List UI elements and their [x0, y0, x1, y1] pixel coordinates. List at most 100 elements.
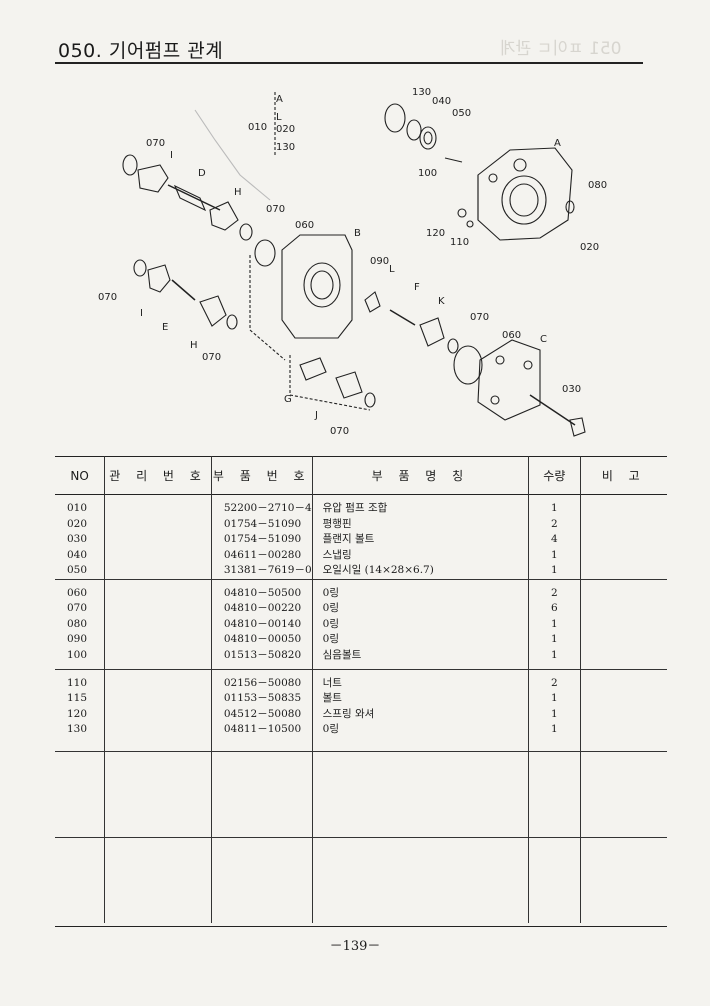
- row-empty-cell: [105, 691, 211, 707]
- row-empty-cell: [581, 676, 667, 692]
- row-part-name: 플랜지 볼트: [322, 533, 375, 545]
- row-part-name: 0링: [322, 723, 339, 735]
- row-no: 120: [67, 707, 88, 720]
- row-empty-cell: [581, 707, 667, 723]
- row-quantity: 2: [551, 676, 558, 689]
- callout: 130: [412, 87, 431, 98]
- row-empty-cell: [105, 648, 211, 664]
- exploded-parts-diagram: A L 010 020 130 130 040 050 A 070 I D H …: [98, 87, 607, 437]
- row-no: 060: [67, 586, 88, 599]
- row-empty-cell: [105, 517, 211, 533]
- row-empty-cell: [581, 532, 667, 548]
- row-empty-cell: [105, 563, 211, 579]
- row-quantity: 1: [551, 692, 558, 704]
- svg-text:L: L: [389, 264, 395, 275]
- row-no: 050: [67, 564, 88, 576]
- row-empty-cell: [105, 707, 211, 723]
- svg-text:D: D: [198, 168, 206, 179]
- row-no: 010: [67, 502, 88, 514]
- svg-text:060: 060: [502, 330, 521, 341]
- dowel-100: [444, 157, 463, 163]
- svg-text:090: 090: [370, 256, 389, 267]
- row-empty-cell: [105, 548, 211, 564]
- col-mgmt-number: 관 리 번 호: [104, 456, 212, 495]
- row-quantity: 1: [551, 548, 558, 561]
- row-empty-cell: [581, 632, 667, 648]
- svg-text:070: 070: [470, 312, 489, 323]
- row-part-name: 너트: [322, 676, 342, 689]
- col-remark: 비 고: [579, 456, 667, 495]
- svg-text:040: 040: [432, 96, 451, 107]
- svg-text:070: 070: [202, 352, 221, 363]
- pump-body-a: [477, 147, 573, 241]
- row-no: 070: [67, 602, 88, 614]
- row-part-number: 01513－50820: [223, 648, 302, 661]
- svg-text:020: 020: [580, 242, 599, 253]
- row-part-number: 02156－50080: [223, 676, 302, 689]
- row-quantity: 1: [551, 633, 558, 645]
- svg-text:110: 110: [450, 237, 469, 248]
- svg-text:G: G: [284, 394, 292, 405]
- page-number: －139－: [329, 939, 381, 954]
- svg-text:I: I: [140, 308, 143, 319]
- callout: 020: [276, 124, 295, 135]
- o-ring-130: [384, 103, 406, 133]
- svg-text:B: B: [354, 228, 361, 239]
- row-quantity: 1: [551, 723, 558, 735]
- row-no: 100: [67, 648, 88, 661]
- row-empty-cell: [105, 601, 211, 617]
- table-header-row: NO 관 리 번 호 부 품 번 호 부 품 명 칭 수량 비 고: [55, 456, 667, 495]
- table-group: [55, 751, 667, 837]
- row-quantity: 1: [551, 648, 558, 661]
- callout: 010: [248, 122, 267, 133]
- svg-text:I: I: [170, 150, 173, 161]
- row-empty-cell: [581, 517, 667, 533]
- row-part-number: 04611－00280: [223, 548, 302, 561]
- snap-ring-040: [406, 119, 422, 141]
- svg-text:F: F: [414, 282, 420, 293]
- row-part-number: 31381－7619－0: [223, 564, 312, 576]
- row-no: 115: [67, 692, 88, 704]
- title-underline: [55, 62, 643, 64]
- o-ring-080: [565, 200, 575, 214]
- section-title: 050. 기어펌프 관계: [58, 40, 224, 62]
- bleed-through-text: 051 ㅍ이ㄷ 관계: [500, 39, 622, 59]
- svg-text:A: A: [554, 138, 561, 149]
- table-bottom-rule: [55, 926, 667, 927]
- row-part-name: 심음볼트: [322, 648, 362, 661]
- table-group: [55, 837, 667, 923]
- row-empty-cell: [581, 548, 667, 564]
- row-part-number: 04512－50080: [223, 707, 302, 720]
- row-empty-cell: [105, 617, 211, 633]
- row-part-number: 04810－00050: [223, 633, 302, 645]
- row-part-number: 01153－50835: [223, 692, 302, 704]
- row-no: 030: [67, 533, 88, 545]
- rear-cover-c: [477, 339, 541, 421]
- row-quantity: 1: [551, 502, 558, 514]
- row-quantity: 1: [551, 564, 558, 576]
- col-part-number: 부 품 번 호: [210, 456, 313, 495]
- row-part-name: 0링: [322, 586, 339, 599]
- row-quantity: 1: [551, 617, 558, 630]
- washer-120: [457, 208, 467, 218]
- row-part-number: 04810－50500: [223, 586, 302, 599]
- col-no: NO: [70, 468, 89, 483]
- row-part-number: 04810－00140: [223, 617, 302, 630]
- svg-text:L: L: [276, 112, 282, 123]
- nut-110: [466, 220, 474, 228]
- row-part-number: 04811－10500: [223, 723, 302, 735]
- svg-text:050: 050: [452, 108, 471, 119]
- col-part-name: 부 품 명 칭: [311, 456, 529, 495]
- row-no: 090: [67, 633, 88, 645]
- callout: A: [276, 94, 283, 105]
- gear-housing-b: [281, 234, 353, 339]
- row-no: 130: [67, 723, 88, 735]
- row-part-number: 52200－2710－4: [223, 502, 312, 514]
- row-empty-cell: [105, 722, 211, 738]
- row-part-name: 스냅링: [322, 548, 352, 561]
- row-empty-cell: [105, 632, 211, 648]
